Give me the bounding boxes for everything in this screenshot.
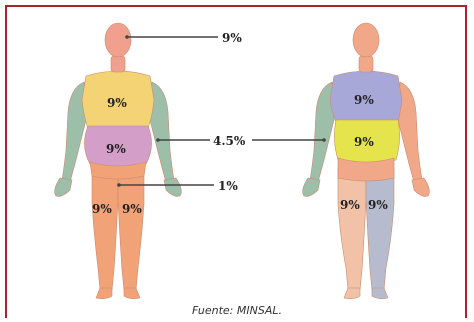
front-hand-right	[164, 178, 181, 196]
front-foot-right	[124, 288, 140, 299]
back-hand-left	[303, 178, 320, 196]
back-left-leg-label: 9%	[340, 198, 360, 212]
front-hand-left	[55, 178, 72, 196]
front-leg-left	[92, 168, 118, 290]
front-chest-label: 9%	[107, 96, 127, 110]
front-neck	[111, 56, 125, 72]
back-lower-label: 9%	[354, 135, 374, 149]
back-leg-left	[338, 168, 366, 290]
back-neck	[359, 56, 373, 72]
callout-head-dot	[125, 35, 129, 39]
source-caption: Fuente: MINSAL.	[0, 304, 474, 317]
back-figure	[303, 23, 430, 299]
back-leg-right	[366, 168, 394, 290]
back-right-leg-label: 9%	[368, 198, 388, 212]
back-foot-right	[372, 288, 388, 299]
callout-arm-label: 4.5%	[213, 134, 246, 148]
callout-head-label: 9%	[222, 31, 242, 45]
front-abdomen-label: 9%	[106, 142, 126, 156]
callout-arm: 4.5%	[156, 134, 326, 148]
callout-arm-dot-left	[156, 138, 160, 142]
front-figure	[55, 23, 182, 299]
front-foot-left	[96, 288, 112, 299]
back-head	[353, 23, 379, 57]
callout-arm-dot-right	[322, 138, 326, 142]
back-foot-left	[344, 288, 360, 299]
front-leg-right	[118, 168, 144, 290]
callout-groin-dot	[117, 183, 121, 187]
back-hand-right	[412, 178, 429, 196]
back-upper-label: 9%	[354, 93, 374, 107]
front-right-leg-label: 9%	[122, 202, 142, 216]
callout-groin-label: 1%	[218, 179, 238, 193]
front-head	[105, 23, 131, 57]
front-left-leg-label: 9%	[92, 202, 112, 216]
callout-head: 9%	[125, 31, 242, 45]
